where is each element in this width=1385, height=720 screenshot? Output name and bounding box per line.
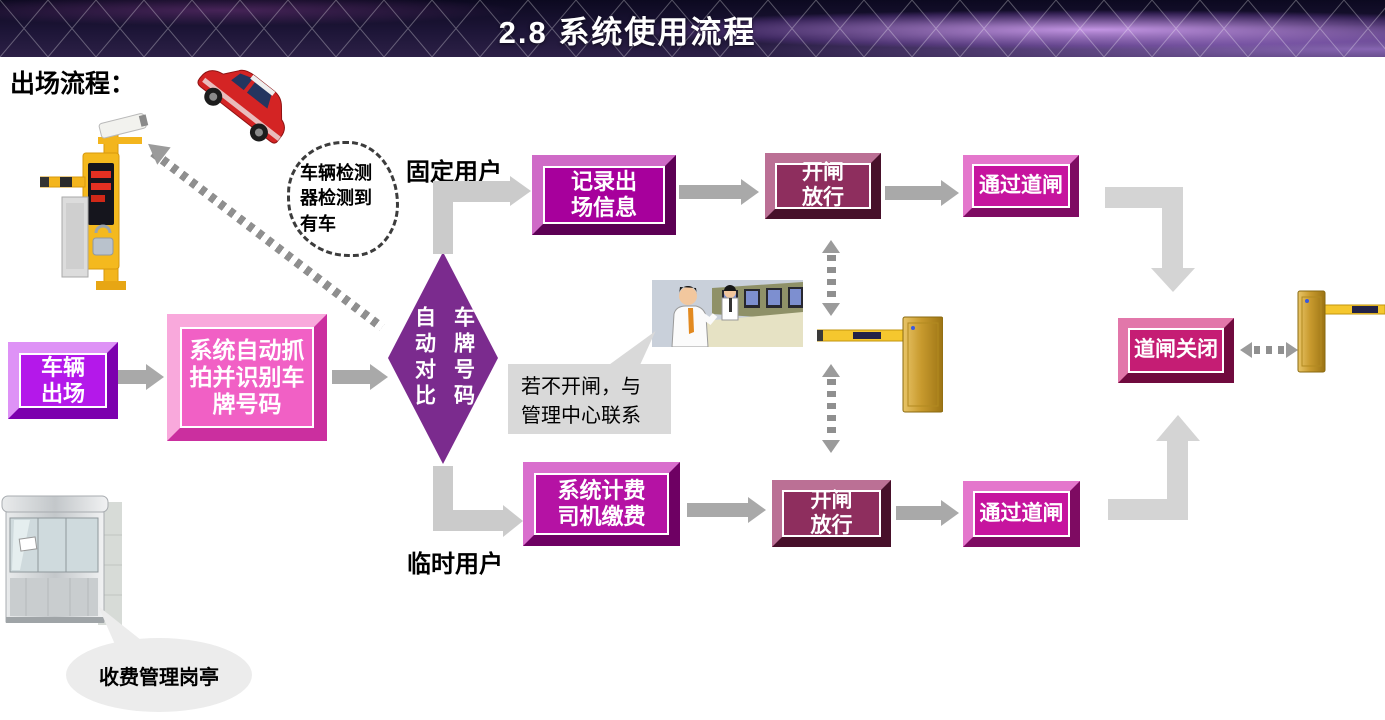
contact-center-line1: 若不开闸，与 <box>521 376 641 398</box>
right-barrier-image <box>1297 290 1385 373</box>
booth-image <box>1 495 122 625</box>
booth-callout-label: 收费管理岗亭 <box>99 666 219 689</box>
vehicle-exit-line2: 出场 <box>40 380 85 406</box>
open-gate-bottom-line1: 开闸 <box>810 488 853 512</box>
record-exit-line2: 场信息 <box>570 195 637 220</box>
auto-capture-line3: 牌号码 <box>212 391 282 418</box>
billing-box: 系统计费 司机缴费 <box>523 462 680 546</box>
booth-callout: 收费管理岗亭 <box>66 638 252 712</box>
vehicle-detector-callout: 车辆检测器检测到有车 <box>287 141 399 257</box>
record-exit-box: 记录出 场信息 <box>532 155 676 235</box>
gate-close-label: 道闸关闭 <box>1134 338 1218 362</box>
open-gate-bottom-box: 开闸 放行 <box>772 480 891 547</box>
open-gate-top-line1: 开闸 <box>802 161 844 185</box>
contact-center-line2: 管理中心联系 <box>521 405 641 427</box>
exit-process-label: 出场流程： <box>10 70 136 98</box>
plate-compare-col-right: 车牌号码 <box>451 306 475 410</box>
vehicle-exit-box: 车辆 出场 <box>8 342 118 419</box>
pass-gate-bottom-label: 通过道闸 <box>979 501 1064 525</box>
arrow-record-to-open <box>679 185 741 199</box>
auto-capture-line1: 系统自动抓 <box>189 336 305 363</box>
camera-icon <box>98 113 149 139</box>
pass-gate-bottom-box: 通过道闸 <box>963 481 1080 547</box>
auto-capture-box: 系统自动抓 拍并识别车 牌号码 <box>167 314 327 441</box>
vehicle-detector-text: 车辆检测器检测到有车 <box>300 163 372 234</box>
arrow-open-to-pass-bottom-head <box>941 500 959 526</box>
pass-gate-top-label: 通过道闸 <box>979 173 1063 197</box>
arrow-open-to-pass-top <box>885 186 941 200</box>
camera-post-image <box>40 113 149 290</box>
arrow-exit-to-capture <box>118 370 146 384</box>
record-exit-line1: 记录出 <box>570 169 637 195</box>
contact-center-callout-tail <box>608 331 656 365</box>
arrow-capture-to-compare <box>332 370 370 384</box>
open-gate-bottom-line2: 放行 <box>810 513 853 537</box>
arrow-billing-to-open <box>687 503 748 517</box>
plate-compare-col-left: 自动对比 <box>412 306 436 410</box>
red-car-image <box>187 43 308 155</box>
billing-line1: 系统计费 <box>557 478 646 504</box>
arrow-open-to-pass-bottom <box>896 506 941 520</box>
middle-barrier-image <box>817 316 943 413</box>
temporary-user-label: 临时用户 <box>407 551 503 578</box>
page-title: 2.8 系统使用流程 <box>498 15 757 50</box>
contact-center-callout: 若不开闸，与 管理中心联系 <box>508 364 671 434</box>
arrow-capture-to-compare-head <box>370 364 388 390</box>
arrow-exit-to-capture-head <box>146 364 164 390</box>
vehicle-exit-line1: 车辆 <box>40 354 85 380</box>
banner-lattice-decoration <box>0 0 1385 57</box>
arrow-billing-to-open-head <box>748 497 766 523</box>
arrow-record-to-open-head <box>741 179 759 205</box>
open-gate-top-box: 开闸 放行 <box>765 153 881 219</box>
control-room-image <box>652 280 803 347</box>
title-banner: 2.8 系统使用流程 <box>0 0 1385 57</box>
arrow-open-to-pass-top-head <box>941 180 959 206</box>
auto-capture-line2: 拍并识别车 <box>189 363 305 390</box>
open-gate-top-line2: 放行 <box>802 186 844 209</box>
billing-line2: 司机缴费 <box>557 504 646 529</box>
plate-compare-diamond: 自动对比 车牌号码 <box>388 252 498 464</box>
gate-close-box: 道闸关闭 <box>1118 318 1234 383</box>
pass-gate-top-box: 通过道闸 <box>963 155 1079 217</box>
